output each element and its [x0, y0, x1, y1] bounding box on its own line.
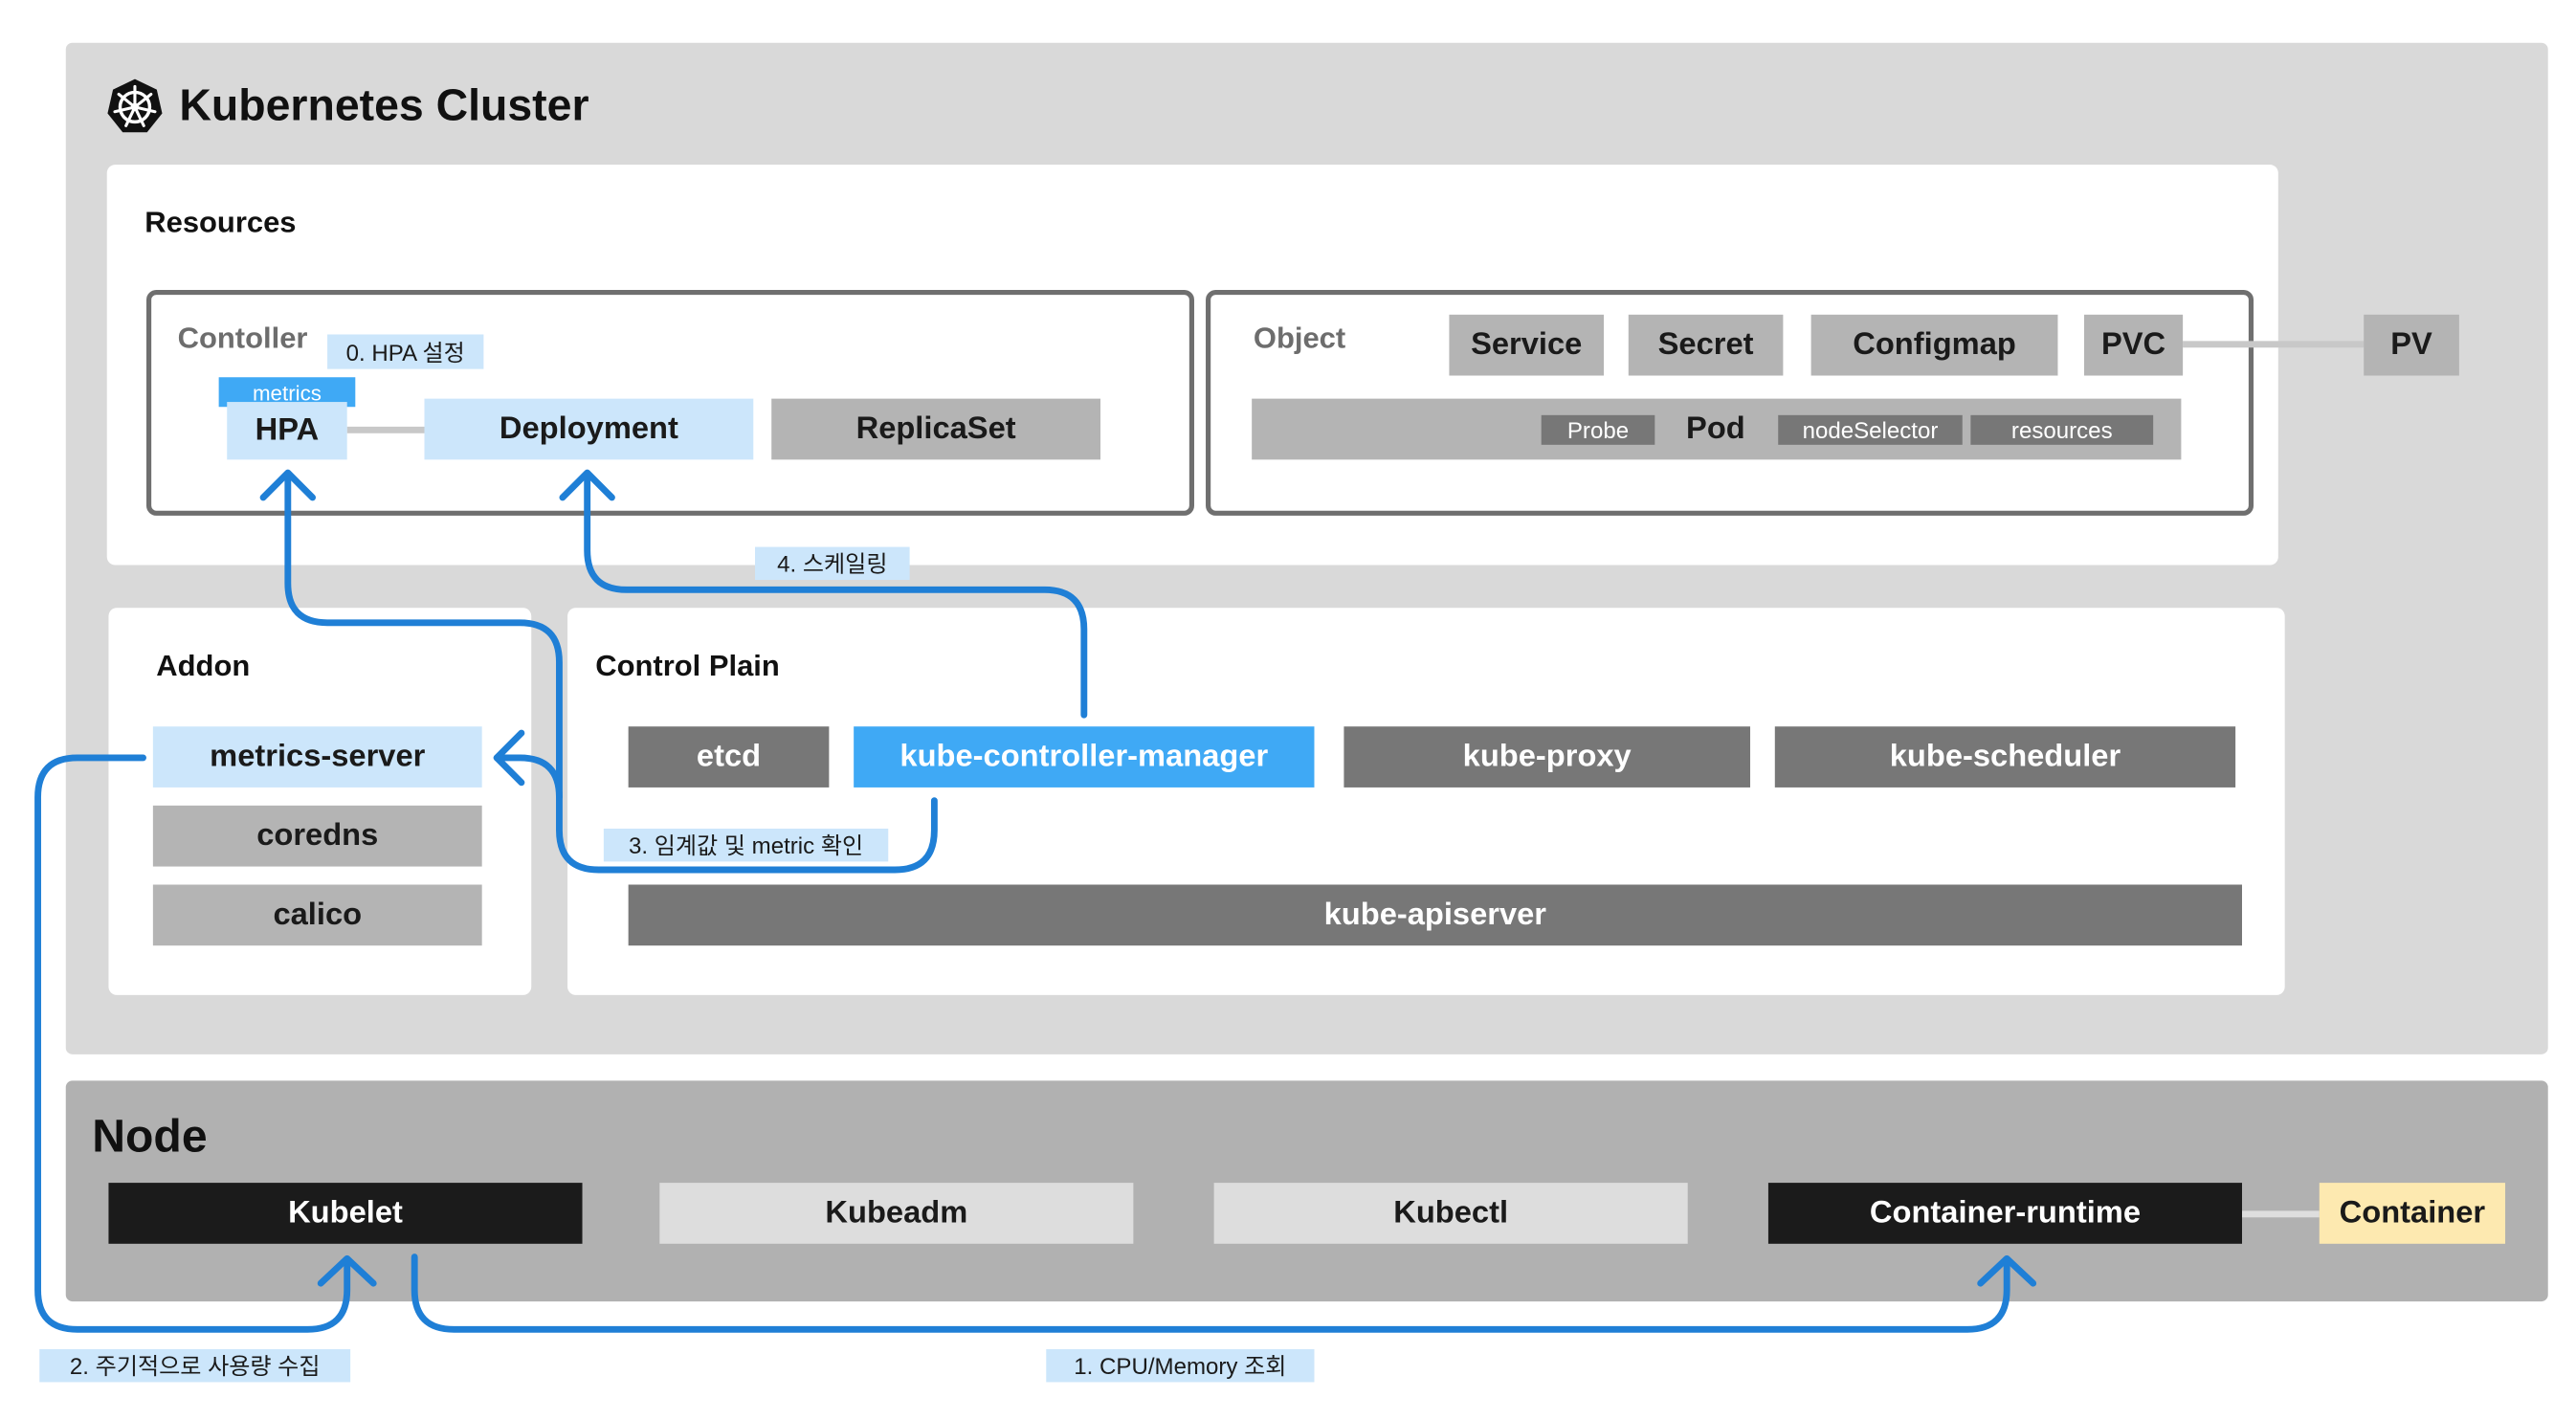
controller-title: Contoller [177, 321, 308, 355]
secret-box: Secret [1628, 314, 1784, 376]
nodeselector-tag: nodeSelector [1778, 414, 1963, 445]
kube-controller-manager-box: kube-controller-manager [854, 726, 1315, 788]
kube-proxy-box: kube-proxy [1344, 726, 1751, 788]
resources-tag: resources [1970, 414, 2154, 445]
hpa-box: HPA [227, 402, 347, 460]
etcd-box: etcd [628, 726, 830, 788]
pvc-pv-connector [2183, 341, 2365, 348]
kubeadm-box: Kubeadm [659, 1183, 1134, 1244]
coredns-box: coredns [152, 805, 482, 867]
resources-title: Resources [144, 206, 297, 239]
hpa-deployment-connector [346, 426, 425, 433]
kubectl-box: Kubectl [1213, 1183, 1688, 1244]
container-box: Container [2319, 1183, 2506, 1244]
collect-arrow [34, 754, 351, 1333]
deployment-box: Deployment [424, 398, 754, 460]
threshold-arrowhead [493, 729, 525, 787]
addon-title: Addon [156, 649, 251, 682]
threshold-tag: 3. 임계값 및 metric 확인 [603, 828, 889, 862]
hpa-arrowhead [259, 469, 317, 501]
probe-tag: Probe [1541, 414, 1655, 445]
cpu-memory-tag: 1. CPU/Memory 조회 [1046, 1348, 1315, 1383]
kubelet-box: Kubelet [108, 1183, 583, 1244]
kube-apiserver-box: kube-apiserver [628, 884, 2242, 946]
pv-box: PV [2364, 314, 2459, 376]
metrics-server-box: metrics-server [152, 726, 482, 788]
control-plane-title: Control Plain [595, 649, 780, 682]
scaling-arrowhead [559, 469, 615, 501]
configmap-box: Configmap [1810, 314, 2058, 376]
runtime-container-connector [2241, 1210, 2320, 1218]
collect-arrowhead [317, 1254, 377, 1287]
collect-tag: 2. 주기적으로 사용량 수집 [39, 1348, 351, 1383]
pod-label: Pod [1686, 410, 1745, 446]
replicaset-box: ReplicaSet [771, 398, 1101, 460]
kube-scheduler-box: kube-scheduler [1774, 726, 2236, 788]
metrics-tag: metrics [218, 377, 356, 408]
scaling-tag: 4. 스케일링 [755, 546, 910, 581]
hpa-setup-tag: 0. HPA 설정 [327, 334, 484, 369]
cpu-memory-arrow [411, 1254, 2010, 1333]
controller-group [145, 290, 1194, 516]
object-group [1206, 290, 2254, 516]
scaling-arrow [584, 471, 1088, 719]
kubernetes-helm-icon [105, 78, 165, 137]
node-title: Node [92, 1110, 208, 1162]
hpa-arrow [284, 471, 563, 801]
calico-box: calico [152, 884, 482, 946]
threshold-arrow [493, 754, 938, 874]
service-box: Service [1449, 314, 1605, 376]
object-title: Object [1253, 321, 1346, 355]
container-runtime-box: Container-runtime [1767, 1183, 2242, 1244]
cpu-memory-arrowhead [1977, 1254, 2037, 1287]
pvc-box: PVC [2083, 314, 2184, 376]
cluster-title: Kubernetes Cluster [179, 80, 589, 131]
